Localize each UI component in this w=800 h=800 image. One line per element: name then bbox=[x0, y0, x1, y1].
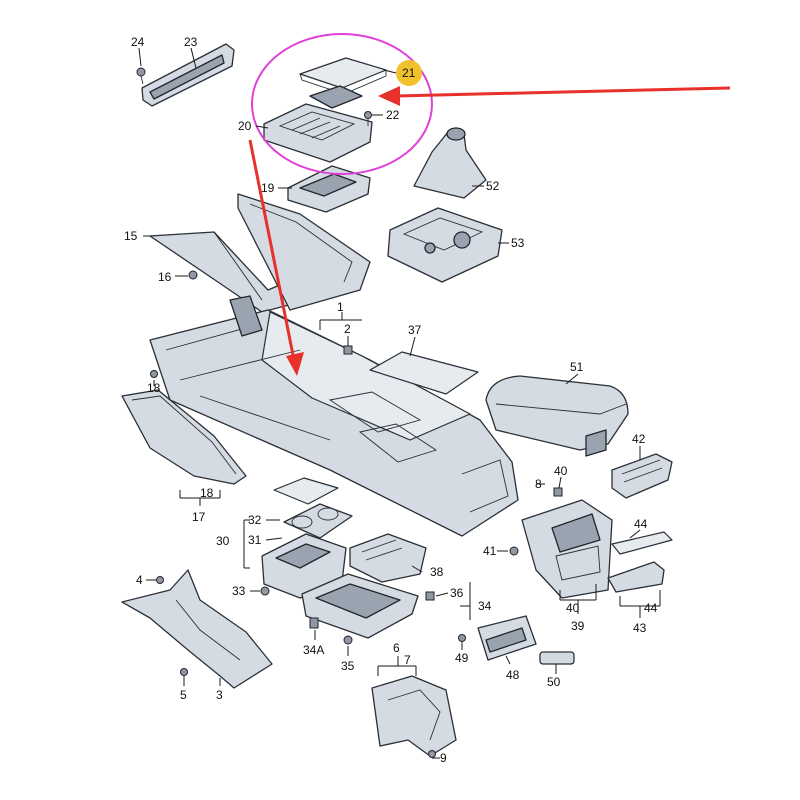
leader-lines bbox=[138, 47, 661, 759]
callout-33: 33 bbox=[232, 584, 246, 598]
part-5-screw bbox=[180, 668, 188, 676]
part-42-air-vent bbox=[611, 453, 673, 499]
callout-31: 31 bbox=[248, 533, 262, 547]
part-38-switch-module bbox=[349, 533, 427, 583]
part-50-socket bbox=[539, 651, 575, 665]
callout-1: 1 bbox=[337, 300, 344, 314]
part-18-clip bbox=[150, 370, 158, 378]
part-53-control-panel bbox=[387, 207, 503, 283]
part-34A-clip bbox=[309, 617, 319, 629]
callout-43: 43 bbox=[633, 621, 647, 635]
part-3-front-bracket bbox=[121, 569, 273, 689]
callout-39: 39 bbox=[571, 619, 585, 633]
callout-8: 8 bbox=[535, 477, 542, 491]
part-33-screw bbox=[260, 586, 270, 596]
part-34-storage-tray bbox=[301, 573, 419, 639]
part-7-rear-bracket bbox=[371, 675, 457, 757]
callout-42: 42 bbox=[632, 432, 646, 446]
part-19-holder bbox=[287, 165, 371, 213]
callout-6: 6 bbox=[393, 641, 400, 655]
callout-20: 20 bbox=[238, 119, 252, 133]
callout-40-lower: 40 bbox=[566, 601, 580, 615]
part-30-cupholder bbox=[261, 533, 347, 599]
callout-38: 38 bbox=[430, 565, 444, 579]
part-48-connector bbox=[477, 615, 537, 661]
part-1-center-console-body bbox=[149, 295, 519, 537]
callout-2: 2 bbox=[344, 322, 351, 336]
upper-console-trim bbox=[237, 193, 371, 311]
callout-48: 48 bbox=[506, 668, 520, 682]
callout-52: 52 bbox=[486, 179, 500, 193]
highlight-badge bbox=[396, 60, 422, 86]
callout-40-upper: 40 bbox=[554, 464, 568, 478]
callout-18-upper: 18 bbox=[147, 381, 161, 395]
part-43-usb-module bbox=[607, 561, 665, 593]
part-32-cover bbox=[273, 477, 339, 505]
callout-16: 16 bbox=[158, 270, 172, 284]
part-31-cupholder-insert bbox=[283, 503, 353, 539]
part-37-pad bbox=[369, 351, 479, 395]
part-51-armrest bbox=[485, 375, 629, 457]
callout-34: 34 bbox=[478, 599, 492, 613]
part-20-tray-frame bbox=[263, 85, 373, 163]
callout-21: 21 bbox=[402, 66, 416, 80]
part-40-clip bbox=[553, 487, 563, 497]
callout-50: 50 bbox=[547, 675, 561, 689]
part-23-trim-bezel bbox=[141, 43, 235, 107]
callout-3: 3 bbox=[216, 688, 223, 702]
callout-5: 5 bbox=[180, 688, 187, 702]
callout-numbers: 24 23 21 22 20 19 15 16 52 53 1 2 37 51 … bbox=[124, 35, 658, 765]
callout-37: 37 bbox=[408, 323, 422, 337]
red-arrow-down bbox=[248, 139, 304, 376]
part-44-insert bbox=[611, 531, 673, 555]
part-17-side-panel bbox=[121, 389, 247, 485]
part-49-screw bbox=[458, 634, 466, 642]
part-22-screw bbox=[364, 111, 372, 126]
part-39-rear-trim bbox=[521, 499, 613, 599]
callout-44-upper: 44 bbox=[634, 517, 648, 531]
part-52-shift-boot bbox=[413, 127, 487, 199]
part-9-screw bbox=[428, 750, 436, 758]
callout-17: 17 bbox=[192, 510, 206, 524]
part-4-screw bbox=[156, 576, 164, 584]
callout-24: 24 bbox=[131, 35, 145, 49]
callout-44-lower: 44 bbox=[644, 601, 658, 615]
callout-7: 7 bbox=[404, 653, 411, 667]
callout-23: 23 bbox=[184, 35, 198, 49]
callout-15: 15 bbox=[124, 229, 138, 243]
part-35-screw bbox=[343, 635, 353, 645]
callout-36: 36 bbox=[450, 586, 464, 600]
highlight-ellipse bbox=[251, 33, 433, 175]
callout-35: 35 bbox=[341, 659, 355, 673]
callout-9: 9 bbox=[440, 751, 447, 765]
part-24-screw bbox=[136, 67, 146, 85]
red-arrow-to-part-21 bbox=[378, 86, 731, 106]
part-2-clip bbox=[343, 345, 353, 355]
callout-53: 53 bbox=[511, 236, 525, 250]
callout-22: 22 bbox=[386, 108, 400, 122]
callout-34A: 34A bbox=[303, 643, 324, 657]
part-16-screw bbox=[188, 270, 198, 280]
callout-51: 51 bbox=[570, 360, 584, 374]
callout-4: 4 bbox=[136, 573, 143, 587]
callout-19: 19 bbox=[261, 181, 275, 195]
callout-32: 32 bbox=[248, 513, 262, 527]
callout-41: 41 bbox=[483, 544, 497, 558]
callout-18-lower: 18 bbox=[200, 486, 214, 500]
callout-49: 49 bbox=[455, 651, 469, 665]
part-41-screw bbox=[509, 546, 519, 556]
callout-30: 30 bbox=[216, 534, 230, 548]
part-36-clip bbox=[425, 591, 435, 601]
